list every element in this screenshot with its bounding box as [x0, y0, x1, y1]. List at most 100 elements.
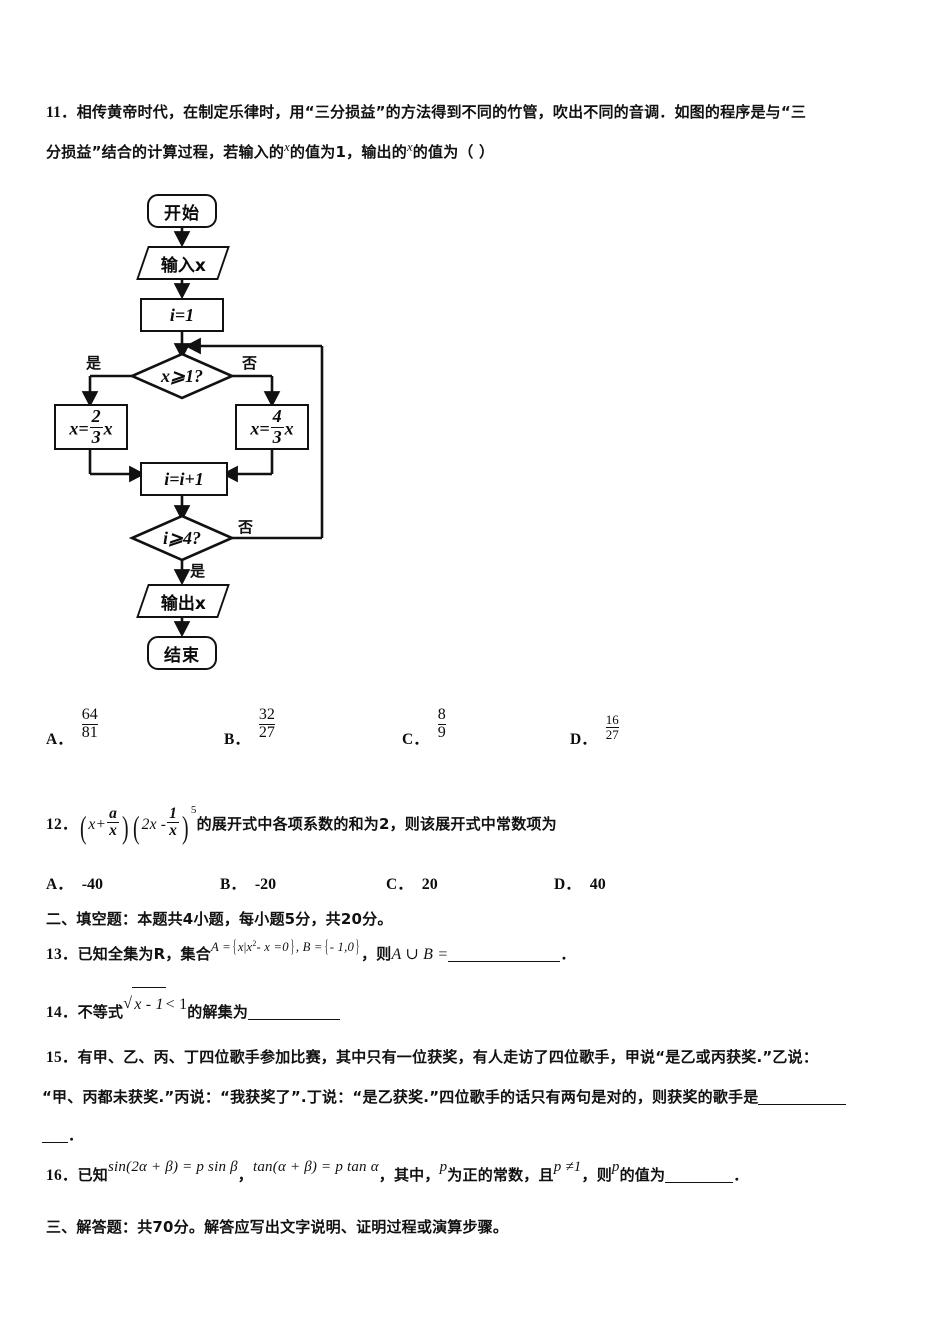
- assign-left-denominator: 3: [89, 426, 103, 447]
- question-16-number: 16．: [46, 1167, 78, 1184]
- assign-right-lhs: x=: [250, 418, 270, 439]
- question-13: 13．已知全集为R，集合A ={x|x2- x =0}, B ={- 1,0}，…: [46, 935, 926, 972]
- question-16-tail: ．: [733, 1166, 749, 1184]
- q13-set-a-elem: x: [237, 940, 244, 955]
- flow-label-cond2-yes: 是: [190, 560, 205, 581]
- question-14-answer-blank[interactable]: [248, 1003, 341, 1020]
- question-15-line-1: 15．有甲、乙、丙、丁四位歌手参加比赛，其中只有一位获奖，有人走访了四位歌手，甲…: [46, 1046, 926, 1069]
- question-12-expr-b: 2x -: [141, 815, 167, 833]
- question-14-relation: < 1: [165, 996, 188, 1013]
- question-15-text-line2: “甲、丙都未获奖.”丙说：“我获奖了”.丁说：“是乙获奖.”四位歌手的话只有两句…: [42, 1088, 759, 1106]
- q12-option-c-value: 20: [421, 876, 438, 893]
- question-16-condition-p: p ≠1: [553, 1159, 582, 1175]
- question-16-equation-2: tan(α + β) = p tan α: [252, 1159, 379, 1175]
- question-11-line-2: 分损益”结合的计算过程，若输入的x的值为1，输出的x的值为（ ）: [46, 132, 916, 173]
- question-13-text-a: 已知全集为R，集合: [77, 945, 211, 964]
- option-a-denominator: 81: [81, 723, 98, 741]
- question-12-text: 的展开式中各项系数的和为2，则该展开式中常数项为: [196, 814, 557, 833]
- question-12-option-a[interactable]: A． -40: [46, 872, 220, 894]
- option-a-numerator: 64: [81, 706, 98, 723]
- question-12-expr-a: x+: [88, 815, 107, 833]
- question-12-option-d[interactable]: D． 40: [554, 872, 714, 894]
- question-13-text-b: ，则: [361, 945, 392, 964]
- question-16-param-p-1: p: [439, 1159, 448, 1175]
- q12-option-a-value: -40: [81, 876, 104, 893]
- flow-node-start-label: 开始: [164, 203, 200, 224]
- q12-frac1-denominator: x: [107, 822, 120, 840]
- question-14-text-a: 不等式: [77, 1003, 124, 1021]
- option-d-value: 16 27: [605, 713, 619, 742]
- question-12-option-b[interactable]: B． -20: [220, 872, 386, 894]
- flow-label-cond1-no: 否: [242, 352, 257, 373]
- question-12-option-c[interactable]: C． 20: [386, 872, 554, 894]
- question-15-answer-blank-cont[interactable]: [42, 1126, 68, 1143]
- q12-option-c-label: C．: [386, 876, 413, 893]
- question-12-number: 12．: [46, 815, 78, 833]
- option-d-label: D．: [570, 730, 597, 748]
- assign-left-rhs: x: [103, 418, 113, 439]
- q13-set-b-body: - 1,0: [329, 940, 355, 955]
- q12-option-b-label: B．: [220, 876, 246, 893]
- option-c-label: C．: [402, 730, 429, 748]
- q12-option-a-label: A．: [46, 876, 73, 893]
- question-13-tail: ．: [560, 945, 576, 964]
- paren-open-2: (: [132, 810, 140, 846]
- question-11-option-a[interactable]: A． 64 81: [46, 706, 224, 749]
- question-16: 16．已知sin(2α + β) = p sin β，tan(α + β) = …: [46, 1158, 936, 1193]
- flow-node-decision-i-label: i⩾4?: [162, 527, 202, 548]
- flow-label-cond2-yes-text: 是: [190, 562, 206, 580]
- section-2-heading: 二、填空题：本题共4小题，每小题5分，共20分。: [46, 902, 926, 936]
- question-11-var-x-output: x: [406, 140, 413, 154]
- q13-set-a-cond-var: x: [246, 940, 253, 955]
- option-a-value: 64 81: [81, 706, 98, 742]
- question-11-text-line1: 相传黄帝时代，在制定乐律时，用“三分损益”的方法得到不同的竹管，吹出不同的音调．…: [76, 103, 807, 121]
- assign-right-numerator: 4: [272, 406, 282, 427]
- question-14-text-b: 的解集为: [187, 1003, 249, 1021]
- flow-node-end: 结束: [147, 636, 217, 670]
- option-d-denominator: 27: [605, 726, 619, 742]
- option-b-numerator: 32: [258, 706, 275, 723]
- question-15-line-3: ．: [42, 1124, 922, 1147]
- section-3-heading-text: 三、解答题：共70分。解答应写出文字说明、证明过程或演算步骤。: [46, 1218, 509, 1236]
- question-16-answer-blank[interactable]: [665, 1166, 734, 1183]
- flow-node-decision-x-label: x⩾1?: [160, 365, 204, 386]
- question-14: 14．不等式x - 1< 1的解集为: [46, 987, 926, 1030]
- q12-option-d-label: D．: [554, 876, 581, 893]
- question-11-option-c[interactable]: C． 8 9: [402, 706, 570, 749]
- q12-frac2-denominator: x: [167, 822, 180, 840]
- question-13-number: 13．: [46, 946, 78, 964]
- question-14-radicand: x - 1: [132, 987, 166, 1022]
- flow-node-output-label: 输出x: [160, 593, 206, 614]
- question-15-number: 15．: [46, 1049, 78, 1066]
- brace-open-b: {: [324, 937, 329, 958]
- option-a-label: A．: [46, 730, 73, 748]
- question-15-text-line1: 有甲、乙、丙、丁四位歌手参加比赛，其中只有一位获奖，有人走访了四位歌手，甲说“是…: [77, 1048, 819, 1066]
- question-13-answer-blank[interactable]: [448, 945, 561, 963]
- question-11-number: 11．: [46, 104, 77, 121]
- decision-i-ge-4-shape: [128, 514, 236, 562]
- option-b-label: B．: [224, 730, 250, 748]
- question-15-answer-blank[interactable]: [758, 1088, 847, 1105]
- question-15-tail: ．: [68, 1126, 84, 1144]
- flow-node-start: 开始: [147, 194, 217, 228]
- question-13-set-a: A ={x|x2- x =0}, B ={- 1,0}: [211, 937, 361, 957]
- flow-node-init-i-label: i=1: [169, 304, 195, 325]
- question-16-text-d: 的值为: [619, 1166, 666, 1184]
- question-11-option-d[interactable]: D． 16 27: [570, 713, 730, 749]
- flow-node-decision-i: i⩾4?: [132, 524, 232, 552]
- assign-right-rhs: x: [284, 418, 294, 439]
- flowchart-connectors: [81, 228, 324, 638]
- q13-set-a-bar: |: [243, 940, 247, 955]
- assign-left-numerator: 2: [91, 406, 101, 427]
- option-b-value: 32 27: [258, 706, 275, 742]
- question-11-var-x-input: x: [284, 140, 290, 154]
- question-11-option-b[interactable]: B． 32 27: [224, 706, 402, 749]
